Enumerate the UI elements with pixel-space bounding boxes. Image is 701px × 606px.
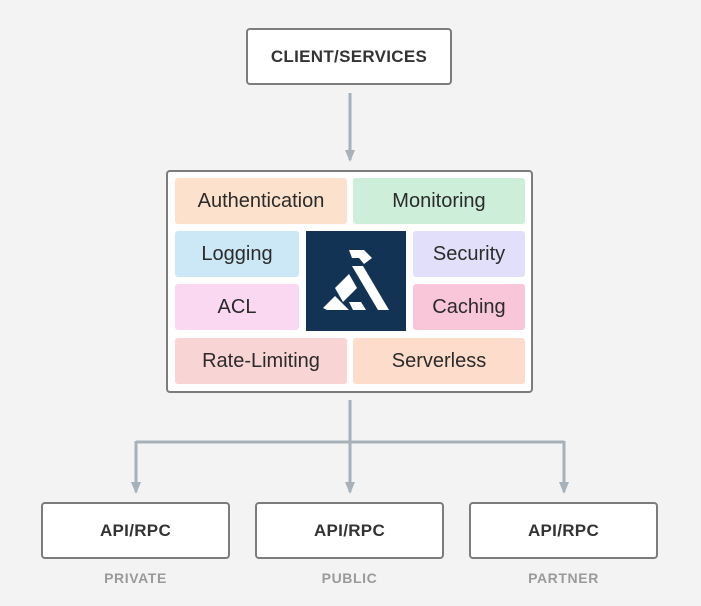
- plugin-acl: ACL: [175, 284, 299, 330]
- api-rpc-private-box: API/RPC: [41, 502, 230, 559]
- plugin-rate-limiting: Rate-Limiting: [175, 338, 347, 384]
- plugin-security: Security: [413, 231, 525, 277]
- api-rpc-partner-box: API/RPC: [469, 502, 658, 559]
- api-rpc-public-box: API/RPC: [255, 502, 444, 559]
- client-services-box: CLIENT/SERVICES: [246, 28, 452, 85]
- public-caption: PUBLIC: [321, 570, 378, 586]
- plugin-serverless: Serverless: [353, 338, 525, 384]
- private-caption: PRIVATE: [104, 570, 167, 586]
- kong-logo: [306, 231, 406, 331]
- kong-gorilla-logo-icon: [323, 250, 389, 310]
- plugin-authentication: Authentication: [175, 178, 347, 224]
- plugin-monitoring: Monitoring: [353, 178, 525, 224]
- plugin-logging: Logging: [175, 231, 299, 277]
- plugin-caching: Caching: [413, 284, 525, 330]
- partner-caption: PARTNER: [528, 570, 599, 586]
